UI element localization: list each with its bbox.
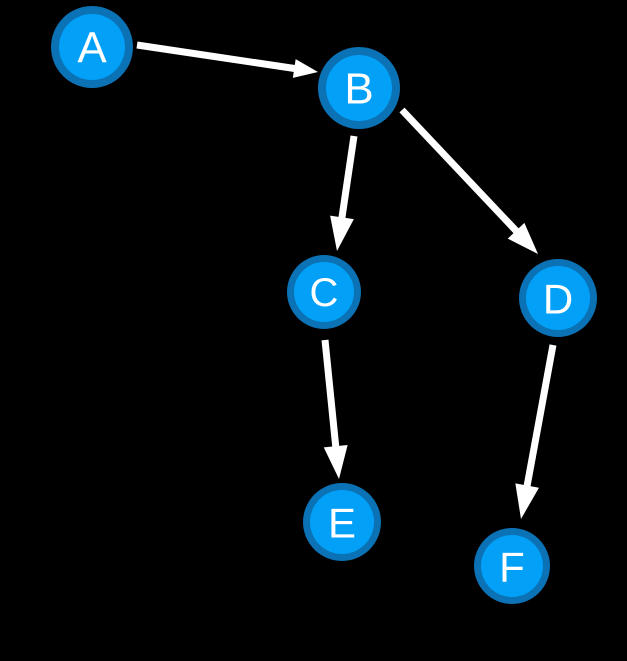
edge-line — [399, 107, 520, 235]
node-e[interactable]: E — [303, 483, 381, 561]
edge-line — [136, 41, 297, 73]
node-label: C — [310, 271, 339, 315]
node-d[interactable]: D — [519, 259, 597, 337]
node-label: A — [77, 24, 107, 73]
node-label: D — [543, 276, 573, 323]
edge-c-e[interactable] — [321, 339, 348, 479]
arrowhead-icon — [323, 444, 348, 479]
node-label: B — [344, 65, 373, 114]
node-fill — [481, 535, 543, 597]
node-fill — [59, 14, 125, 80]
edge-line — [523, 344, 557, 489]
edge-d-f[interactable] — [515, 344, 557, 519]
edge-line — [338, 135, 358, 220]
node-label: F — [499, 544, 525, 591]
node-fill — [526, 266, 590, 330]
node-b[interactable]: B — [318, 47, 400, 129]
edge-b-d[interactable] — [399, 107, 538, 254]
nodes-layer: A B C D E F — [51, 6, 597, 604]
edge-b-c[interactable] — [330, 135, 358, 251]
arrowhead-icon — [507, 222, 538, 254]
node-fill — [294, 262, 354, 322]
arrowhead-icon — [330, 215, 354, 251]
edges-layer — [136, 41, 557, 519]
node-f[interactable]: F — [474, 528, 550, 604]
arrowhead-icon — [292, 59, 318, 78]
arrowhead-icon — [515, 483, 539, 519]
node-a[interactable]: A — [51, 6, 133, 88]
node-fill — [310, 490, 374, 554]
node-label: E — [328, 500, 356, 547]
node-c[interactable]: C — [287, 255, 361, 329]
edge-a-b[interactable] — [136, 41, 318, 78]
node-fill — [326, 55, 392, 121]
edge-line — [321, 339, 340, 449]
